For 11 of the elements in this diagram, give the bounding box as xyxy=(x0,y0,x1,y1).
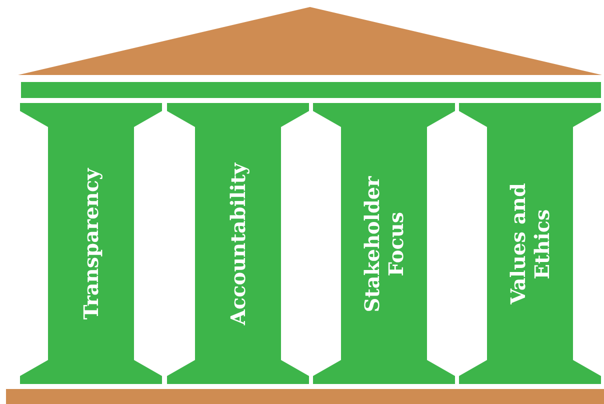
pillar xyxy=(459,103,601,384)
pillar-label: Stakeholder Focus xyxy=(360,174,408,314)
roof xyxy=(18,7,602,75)
pillar xyxy=(20,103,162,384)
pillar xyxy=(313,103,455,384)
base xyxy=(6,389,604,404)
pillar-label: Accountability xyxy=(226,162,250,325)
beam xyxy=(21,82,601,98)
pillar xyxy=(167,103,309,384)
pillar-label: Transparency xyxy=(79,168,103,320)
pillar-label: Values and Ethics xyxy=(506,182,554,306)
